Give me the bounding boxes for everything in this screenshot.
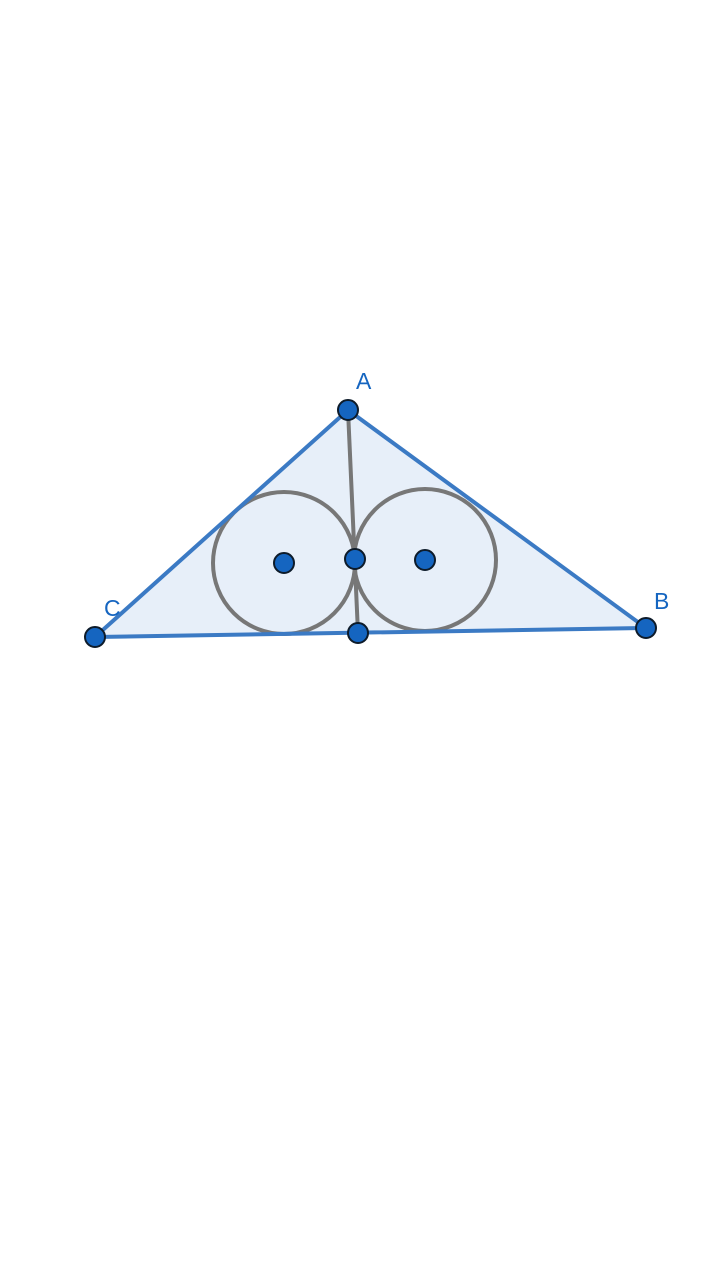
side-ca[interactable] — [93, 408, 350, 639]
point-tangency[interactable] — [344, 548, 366, 570]
cevian-a-to-bc[interactable] — [346, 408, 360, 635]
label-a: A — [356, 368, 372, 394]
point-cevian-foot[interactable] — [347, 622, 369, 644]
side-ab[interactable] — [346, 408, 648, 630]
label-c: C — [104, 595, 121, 621]
point-a[interactable] — [337, 399, 359, 421]
point-c[interactable] — [84, 626, 106, 648]
triangle-abc-fill — [95, 410, 646, 637]
side-bc[interactable] — [93, 626, 648, 639]
point-b[interactable] — [635, 617, 657, 639]
label-b: B — [654, 588, 669, 614]
point-incenter-right[interactable] — [414, 549, 436, 571]
point-incenter-left[interactable] — [273, 552, 295, 574]
